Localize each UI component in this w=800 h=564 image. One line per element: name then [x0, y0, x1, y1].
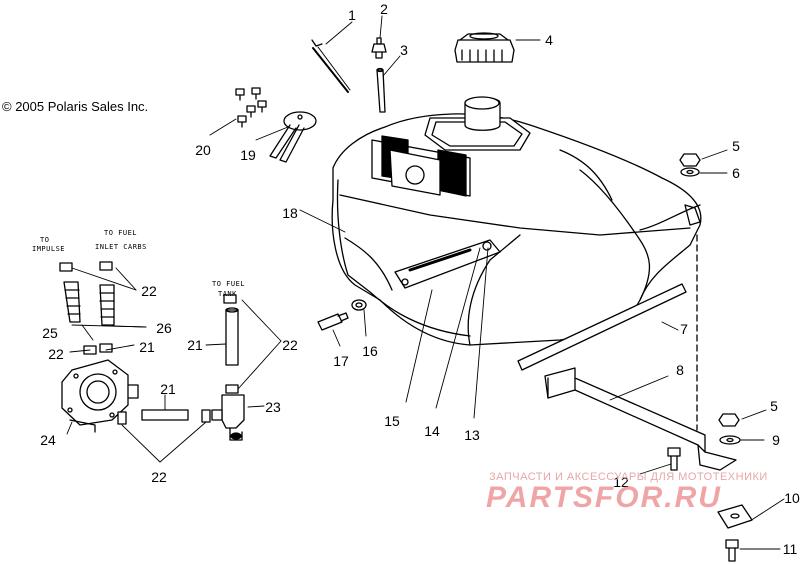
- callout-19: 19: [240, 147, 256, 163]
- callout-8: 8: [676, 362, 684, 378]
- pump-impulse-hose: [63, 281, 81, 323]
- callout-18: 18: [282, 205, 298, 221]
- callout-15: 15: [384, 413, 400, 429]
- fuel-cap: [454, 32, 515, 63]
- callout-13: 13: [464, 427, 480, 443]
- callout-24: 24: [40, 432, 56, 448]
- callout-21-pump: 21: [139, 339, 155, 355]
- callout-16: 16: [362, 343, 378, 359]
- callout-9: 9: [772, 432, 780, 448]
- bracket-bolt: [667, 447, 681, 471]
- top-washer: [680, 167, 700, 177]
- label-to-impulse-line1: TO: [40, 236, 49, 244]
- hose-clamps-lower: [117, 384, 239, 425]
- fuel-shutoff-valve: [211, 394, 245, 441]
- bracket-washer: [719, 435, 741, 445]
- callout-7: 7: [680, 321, 688, 337]
- callout-11: 11: [783, 541, 798, 557]
- callout-4: 4: [545, 32, 553, 48]
- callout-3: 3: [400, 42, 408, 58]
- label-to-fuel-inlet-line2: INLET CARBS: [95, 243, 147, 251]
- callout-17: 17: [333, 353, 349, 369]
- callout-5-top: 5: [732, 138, 740, 154]
- copyright-notice: © 2005 Polaris Sales Inc.: [2, 99, 149, 114]
- tank-pad: [517, 283, 687, 371]
- callout-21-vertical: 21: [187, 337, 203, 353]
- callout-25: 25: [42, 325, 58, 341]
- mount-plate: [717, 504, 753, 529]
- mounting-bracket: [544, 367, 737, 471]
- callout-6: 6: [732, 165, 740, 181]
- bracket-nut: [718, 413, 740, 427]
- pump-outlet-hose: [99, 284, 115, 326]
- hose-clamps-pump: [83, 343, 113, 355]
- fuel-hose-vertical: [223, 294, 239, 366]
- callout-20: 20: [195, 142, 211, 158]
- fuel-pump: [61, 359, 139, 433]
- vent-tube: [376, 67, 386, 113]
- sender-screws: [235, 87, 267, 128]
- watermark-caption: ЗАПЧАСТИ И АКСЕССУАРЫ ДЛЯ МОТОТЕХНИКИ: [489, 471, 768, 483]
- label-to-fuel-tank-line1: TO FUEL: [212, 280, 245, 288]
- callout-5-lower: 5: [770, 398, 778, 414]
- callout-22-tank: 22: [282, 337, 298, 353]
- label-to-impulse-line2: IMPULSE: [32, 245, 65, 253]
- fuel-level-sender: [269, 111, 317, 163]
- callout-2: 2: [380, 1, 388, 17]
- fuel-hose-horizontal: [141, 409, 189, 421]
- plate-bolt: [725, 539, 739, 562]
- label-to-fuel-tank-line2: TANK: [218, 290, 237, 298]
- label-to-fuel-inlet-line1: TO FUEL: [104, 229, 137, 237]
- grommet: [351, 299, 367, 311]
- vent-rod: [311, 39, 351, 93]
- callout-21-horizontal: 21: [160, 381, 176, 397]
- callout-22-top: 22: [141, 283, 157, 299]
- fuel-tank: [331, 96, 702, 346]
- callout-23: 23: [265, 399, 281, 415]
- callout-22-pump: 22: [48, 346, 64, 362]
- top-nut: [679, 153, 701, 167]
- leader-lines: [66, 15, 785, 550]
- hose-clamps-top: [59, 261, 113, 272]
- callout-14: 14: [424, 423, 440, 439]
- fuel-outlet-fitting: [317, 312, 349, 331]
- watermark-logo: PARTSFOR.RU: [486, 481, 722, 514]
- callout-12: 12: [613, 474, 629, 490]
- callout-26: 26: [156, 320, 172, 336]
- callout-1: 1: [348, 7, 356, 23]
- callout-22-lower: 22: [151, 469, 167, 485]
- vent-fitting: [371, 37, 387, 59]
- callout-10: 10: [784, 490, 800, 506]
